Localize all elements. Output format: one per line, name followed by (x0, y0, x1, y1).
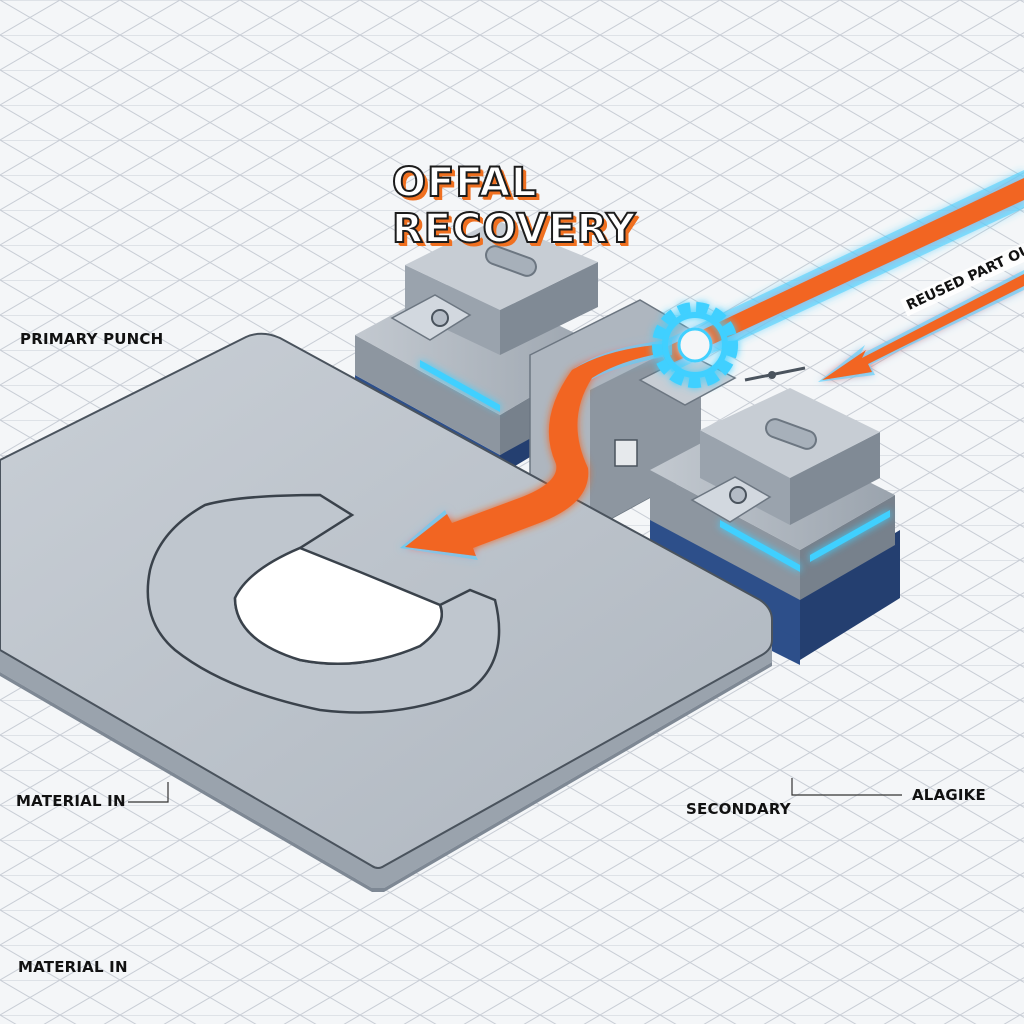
reused-part-flow-arrow (655, 170, 1024, 372)
label-material-in-upper: MATERIAL IN (16, 792, 126, 810)
leader-lines (128, 778, 902, 803)
label-secondary: SECONDARY (686, 800, 791, 818)
diagram-title: OFFAL RECOVERY (391, 159, 637, 253)
offal-return-arrow (400, 340, 672, 560)
label-alagine: ALAGIKE (912, 786, 986, 804)
label-primary-punch: PRIMARY PUNCH (20, 330, 164, 348)
label-material-in-lower: MATERIAL IN (18, 958, 128, 976)
secondary-input-arrow (818, 270, 1024, 382)
material-plate (0, 332, 773, 892)
gear-icon (652, 302, 738, 388)
